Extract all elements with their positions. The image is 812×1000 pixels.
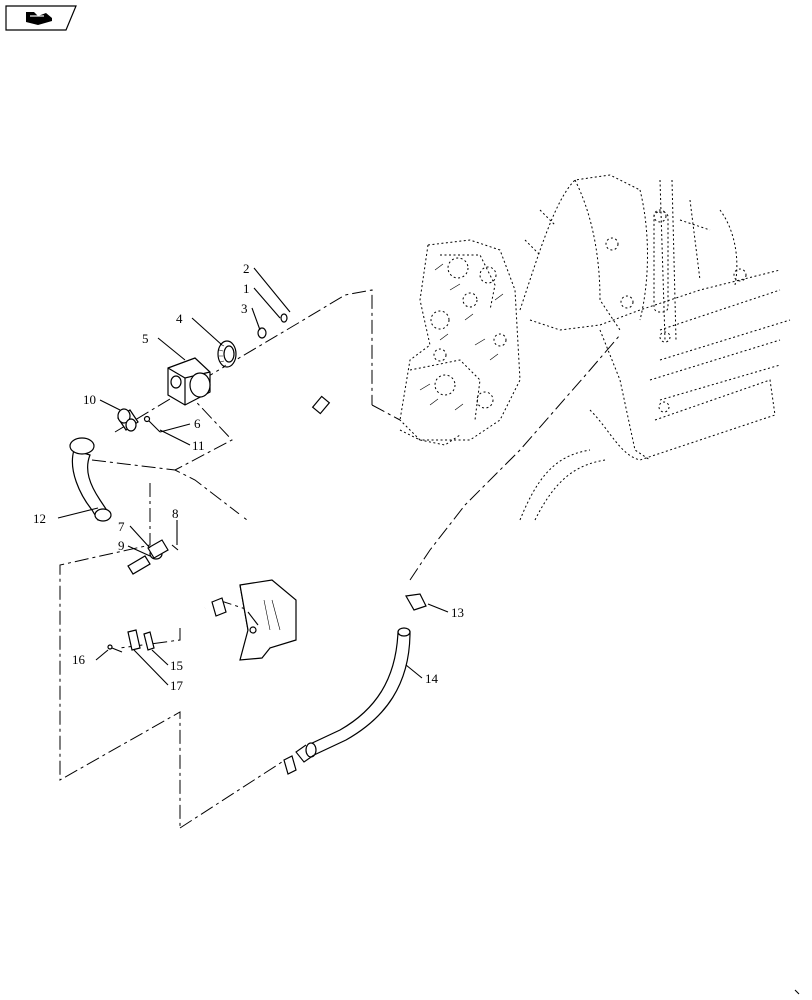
transmission-assembly [399, 239, 521, 446]
callout-13[interactable]: 13 [451, 605, 464, 620]
part-3-washer [257, 327, 267, 339]
corner-mark [794, 989, 800, 995]
callout-2[interactable]: 2 [243, 261, 250, 276]
nav-badge[interactable] [5, 5, 77, 31]
callout-1[interactable]: 1 [243, 281, 250, 296]
callout-leaders [57, 267, 449, 686]
part-16-screw [107, 644, 123, 653]
part-17-clamp [127, 629, 141, 651]
part-14-hose [295, 627, 411, 763]
callout-8[interactable]: 8 [172, 506, 179, 521]
part-10-fitting [117, 408, 139, 432]
part-7-fitting [147, 539, 169, 559]
callout-16[interactable]: 16 [72, 652, 86, 667]
part-1-nut [280, 313, 288, 323]
part-12-elbow-tube [69, 437, 112, 522]
callout-17[interactable]: 17 [170, 678, 184, 693]
part-4-gear [217, 340, 237, 368]
hose-clamp [283, 755, 297, 775]
callout-7[interactable]: 7 [118, 519, 125, 534]
callout-3[interactable]: 3 [241, 301, 248, 316]
bracket-assembly [211, 579, 297, 661]
book-arrow-icon [26, 12, 52, 25]
part-13-clamp [405, 593, 427, 611]
callout-4[interactable]: 4 [176, 311, 183, 326]
callout-10[interactable]: 10 [83, 392, 96, 407]
hydraulic-line [117, 395, 331, 615]
part-15-clamp [143, 631, 155, 651]
callout-6[interactable]: 6 [194, 416, 201, 431]
part-5-pump [167, 357, 211, 406]
chassis-frame [519, 174, 791, 521]
callout-5[interactable]: 5 [142, 331, 149, 346]
callout-15[interactable]: 15 [170, 658, 183, 673]
callout-9[interactable]: 9 [118, 538, 125, 553]
callout-14[interactable]: 14 [425, 671, 439, 686]
callout-12[interactable]: 12 [33, 511, 46, 526]
callout-11[interactable]: 11 [192, 438, 205, 453]
part-8-seal [171, 544, 179, 551]
part-6-bolt [143, 415, 161, 433]
